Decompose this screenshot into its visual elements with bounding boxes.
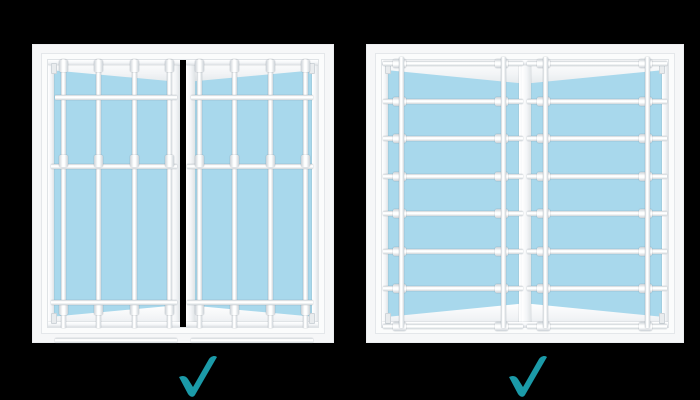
hinge-top bbox=[659, 63, 665, 74]
left-approved-check bbox=[175, 355, 221, 397]
glass-pane bbox=[186, 60, 318, 327]
sash-stile-left bbox=[522, 60, 531, 327]
sash-stile-right bbox=[312, 60, 318, 327]
hinge-bottom bbox=[659, 313, 665, 324]
sash-rail-top bbox=[522, 60, 668, 65]
right-window-leaf-1[interactable] bbox=[382, 60, 528, 327]
left-window-opening bbox=[47, 59, 319, 328]
right-approved-check bbox=[505, 355, 551, 397]
hinge-top bbox=[309, 63, 315, 74]
sash-stile-left bbox=[186, 60, 195, 327]
hinge-top bbox=[385, 63, 391, 74]
sash-rail-top bbox=[186, 60, 318, 65]
glass-pane bbox=[48, 60, 180, 327]
hinge-bottom bbox=[51, 313, 57, 324]
sash-rail-bottom bbox=[186, 322, 318, 327]
grille-horizontal-rail bbox=[191, 338, 313, 343]
glass-pane bbox=[382, 60, 528, 327]
right-window bbox=[367, 45, 683, 342]
left-window-leaf-1[interactable] bbox=[48, 60, 180, 327]
check-icon bbox=[179, 355, 217, 397]
glass-pane bbox=[522, 60, 668, 327]
left-window-leaf-2[interactable] bbox=[186, 60, 318, 327]
check-icon bbox=[509, 355, 547, 397]
grille-horizontal-rail bbox=[55, 338, 177, 343]
right-window-leaf-2[interactable] bbox=[522, 60, 668, 327]
sash-rail-bottom bbox=[382, 322, 528, 327]
hinge-bottom bbox=[309, 313, 315, 324]
right-window-opening bbox=[381, 59, 669, 328]
hinge-top bbox=[51, 63, 57, 74]
sash-stile-right bbox=[662, 60, 668, 327]
sash-rail-bottom bbox=[48, 322, 180, 327]
right-window-frame-inner bbox=[375, 53, 675, 334]
sash-rail-top bbox=[48, 60, 180, 65]
sash-stile-left bbox=[48, 60, 54, 327]
sash-stile-left bbox=[382, 60, 388, 327]
sash-rail-top bbox=[382, 60, 528, 65]
sash-rail-bottom bbox=[522, 322, 668, 327]
hinge-bottom bbox=[385, 313, 391, 324]
left-window-frame-inner bbox=[41, 53, 325, 334]
sash-stile-right bbox=[171, 60, 180, 327]
left-window bbox=[33, 45, 333, 343]
